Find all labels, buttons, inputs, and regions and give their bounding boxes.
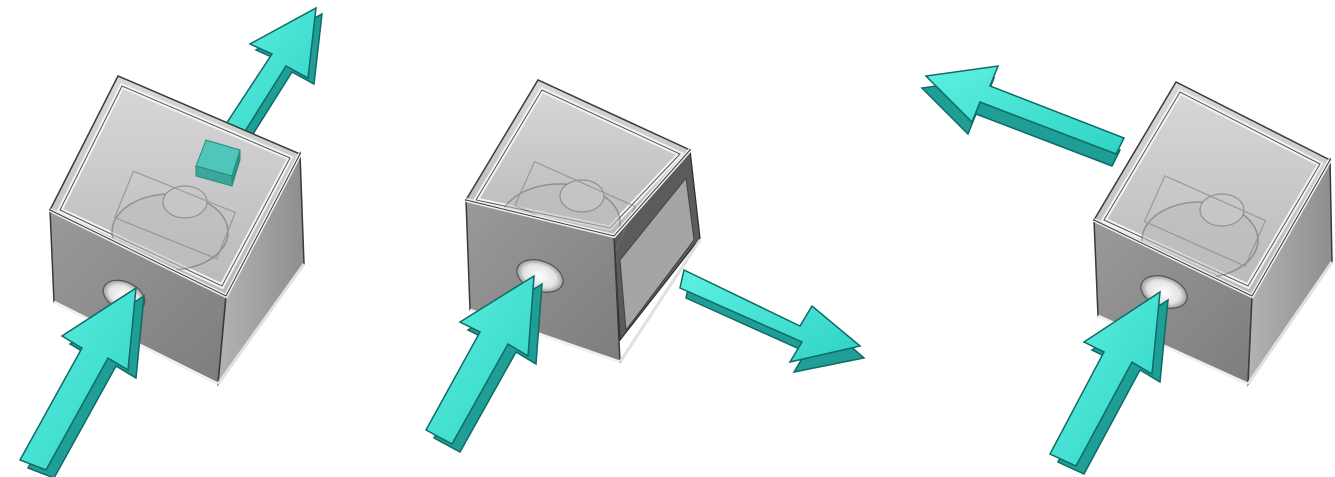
outlet-arrow-top (226, 8, 322, 142)
diagram-side-outlet (426, 80, 864, 452)
outlet-arrow-back (922, 66, 1124, 166)
diagram-back-outlet (922, 66, 1332, 474)
outlet-arrow-side (680, 270, 864, 372)
diagram-top-outlet (20, 8, 322, 477)
